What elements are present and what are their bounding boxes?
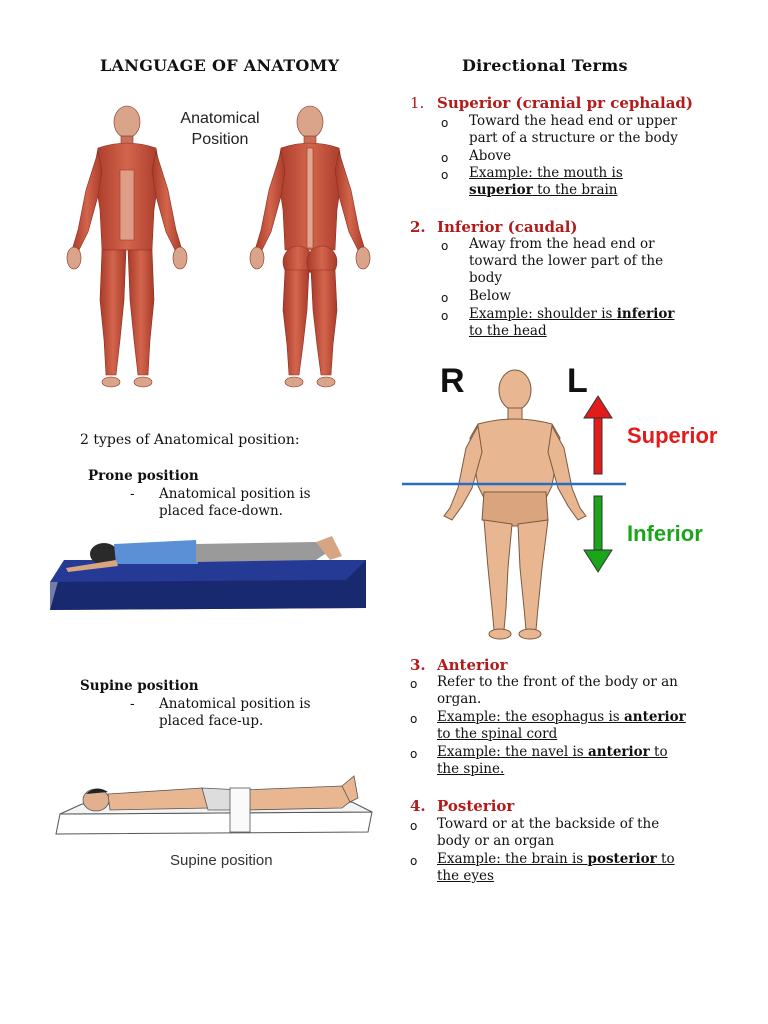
- posterior-example-line1: Example: the brain is posterior to: [437, 851, 675, 869]
- superior-def-line2: part of a structure or the body: [469, 130, 678, 146]
- posterior-example-bold: posterior: [587, 851, 657, 867]
- bullet-icon: o: [441, 291, 449, 305]
- bullet-icon: o: [410, 712, 418, 726]
- anterior-example1-line1: Example: the esophagus is anterior: [437, 709, 686, 727]
- right-title: Directional Terms: [462, 56, 628, 75]
- anterior-example2-bold: anterior: [588, 744, 650, 760]
- bullet-icon: o: [441, 239, 449, 253]
- bullet-icon: o: [441, 309, 449, 323]
- anterior-example2-line2: the spine.: [437, 761, 505, 777]
- posterior-number: 4.: [410, 797, 426, 815]
- posterior-heading: Posterior: [437, 797, 515, 815]
- anatomical-position-figure: [66, 105, 371, 388]
- anterior-def-line2: organ.: [437, 691, 482, 707]
- inferior-def-line3: body: [469, 270, 503, 286]
- inferior-example-bold: inferior: [616, 306, 675, 322]
- superior-example-bold: superior: [469, 182, 533, 198]
- posterior-def-line2: body or an organ: [437, 833, 555, 849]
- supine-desc-line2: placed face-up.: [159, 713, 264, 729]
- inferior-example-line2: to the head: [469, 323, 547, 339]
- anterior-example2-post: to: [649, 744, 668, 760]
- posterior-example-line2: the eyes: [437, 868, 494, 884]
- left-title: LANGUAGE OF ANATOMY: [100, 56, 340, 75]
- supine-position-illustration: [55, 775, 373, 835]
- anterior-example1-bold: anterior: [624, 709, 686, 725]
- anterior-example1-line2: to the spinal cord: [437, 726, 558, 742]
- bullet-icon: o: [441, 151, 449, 165]
- inferior-arrow-label: Inferior: [627, 521, 703, 546]
- supine-desc-line1: Anatomical position is: [159, 696, 311, 712]
- figure-label-line1: Anatomical: [180, 110, 260, 127]
- right-side-letter: R: [440, 362, 465, 400]
- anterior-example1-pre: Example: the esophagus is: [437, 709, 625, 725]
- prone-dash: -: [130, 486, 135, 502]
- types-heading: 2 types of Anatomical position:: [80, 432, 300, 448]
- anterior-heading: Anterior: [437, 656, 508, 674]
- bullet-icon: o: [441, 116, 449, 130]
- bullet-icon: o: [410, 854, 418, 868]
- superior-example-line2: superior to the brain: [469, 182, 618, 200]
- left-side-letter: L: [567, 362, 588, 400]
- bullet-icon: o: [410, 747, 418, 761]
- back-view-body: [249, 105, 371, 388]
- bullet-icon: o: [410, 677, 418, 691]
- superior-above: Above: [469, 148, 512, 164]
- supine-dash: -: [130, 696, 135, 712]
- front-view-body: [66, 105, 188, 388]
- posterior-def-line1: Toward or at the backside of the: [437, 816, 660, 832]
- superior-arrow-label: Superior: [627, 423, 718, 448]
- superior-example-line1: Example: the mouth is: [469, 165, 623, 181]
- prone-desc-line2: placed face-down.: [159, 503, 283, 519]
- inferior-below: Below: [469, 288, 511, 304]
- bullet-icon: o: [441, 168, 449, 182]
- bullet-icon: o: [410, 819, 418, 833]
- posterior-example-pre: Example: the brain is: [437, 851, 588, 867]
- prone-desc-line1: Anatomical position is: [159, 486, 311, 502]
- figure-label-line2: Position: [191, 131, 249, 148]
- anterior-number: 3.: [410, 656, 426, 674]
- prone-heading: Prone position: [88, 468, 199, 484]
- prone-position-illustration: [50, 536, 366, 610]
- superior-example-rest: to the brain: [532, 182, 618, 198]
- inferior-heading: Inferior (caudal): [437, 218, 578, 236]
- inferior-example-pre: Example: shoulder is: [469, 306, 617, 322]
- supine-caption: Supine position: [170, 852, 273, 869]
- superior-heading: Superior (cranial pr cephalad): [437, 94, 694, 112]
- anterior-def-line1: Refer to the front of the body or an: [437, 674, 678, 690]
- superior-def-line1: Toward the head end or upper: [469, 113, 678, 129]
- inferior-number: 2.: [410, 218, 426, 236]
- directional-body-diagram: [402, 369, 626, 640]
- posterior-example-post: to: [656, 851, 675, 867]
- inferior-def-line2: toward the lower part of the: [469, 253, 664, 269]
- superior-number: 1.: [410, 94, 425, 112]
- anterior-example2-line1: Example: the navel is anterior to: [437, 744, 668, 762]
- supine-heading: Supine position: [80, 678, 199, 694]
- inferior-def-line1: Away from the head end or: [469, 236, 655, 252]
- inferior-example-line1: Example: shoulder is inferior: [469, 306, 675, 324]
- anatomical-position-label: Anatomical Position: [160, 108, 280, 150]
- anterior-example2-pre: Example: the navel is: [437, 744, 589, 760]
